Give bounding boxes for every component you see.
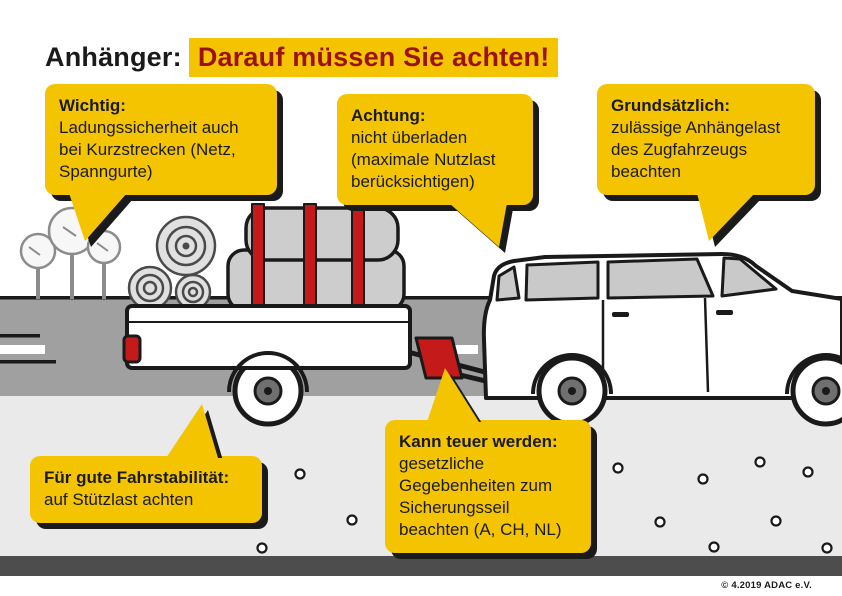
- bubble-body: auf Stützlast achten: [44, 490, 194, 510]
- title-prefix: Anhänger:: [45, 42, 182, 73]
- bubble-body: Ladungssicherheit auch bei Kurzstrecken …: [59, 118, 239, 182]
- page-title: Anhänger:Darauf müssen Sie achten!: [45, 38, 559, 78]
- bubble-body: nicht überladen (maximale Nutzlast berüc…: [351, 128, 496, 192]
- trees-icon: [19, 206, 122, 299]
- tip-bubble-teuer: Kann teuer werden: gesetzliche Gegebenhe…: [385, 368, 591, 554]
- trailer-illustration: [122, 203, 501, 427]
- cargo-straps: [251, 203, 365, 311]
- title-highlight: Darauf müssen Sie achten!: [188, 38, 559, 78]
- bubble-heading: Kann teuer werden:: [399, 432, 558, 451]
- tip-bubble-wichtig: Wichtig: Ladungssicherheit auch bei Kurz…: [45, 84, 277, 248]
- car-windows: [495, 256, 778, 302]
- bubble-body: gesetzliche Gegebenhei­ten zum Sicherung…: [399, 454, 562, 540]
- tip-bubble-fahrstabilitaet: Für gute Fahrstabilität: auf Stützlast a…: [30, 404, 262, 524]
- car-door-handles: [612, 310, 733, 317]
- trailer-body: [125, 304, 412, 370]
- trailer-taillight: [122, 334, 142, 364]
- car-illustration: [481, 252, 842, 427]
- tip-bubble-grundsaetzlich: Grundsätzlich: zulässige Anhängelast des…: [597, 84, 815, 248]
- bubble-heading: Grundsätzlich:: [611, 96, 731, 115]
- bubble-heading: Wichtig:: [59, 96, 126, 115]
- bubble-body: zulässige Anhängelast des Zugfahrzeugs b…: [611, 118, 781, 182]
- trailer-fender: [227, 351, 309, 393]
- copyright-notice: © 4.2019 ADAC e.V.: [721, 580, 812, 591]
- speed-lines: [0, 334, 56, 364]
- tip-bubble-achtung: Achtung: nicht überladen (maximale Nutzl…: [337, 94, 533, 254]
- car-front-wheel-arch: [785, 353, 842, 395]
- pebbles: [256, 456, 833, 555]
- car-rear-wheel-arch: [531, 353, 613, 395]
- road-horizon-line: [0, 296, 842, 300]
- bottom-strip: [0, 556, 842, 576]
- cargo-rolls: [127, 215, 217, 311]
- car-wheels: [536, 355, 842, 427]
- trailer-wheel: [232, 355, 304, 427]
- bubble-heading: Für gute Fahrstabilität:: [44, 468, 230, 487]
- bubble-heading: Achtung:: [351, 106, 426, 125]
